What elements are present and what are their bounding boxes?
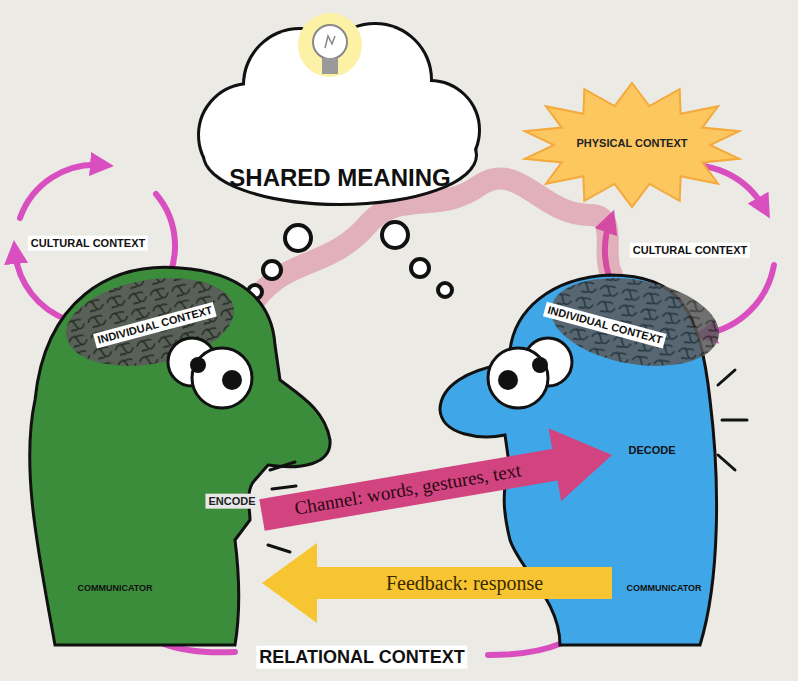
cycle-arrows bbox=[20, 165, 102, 218]
action-label: ENCODE bbox=[205, 494, 258, 509]
thought-bubbles bbox=[248, 222, 452, 299]
thought-cloud bbox=[200, 25, 478, 203]
thought-cloud bbox=[200, 25, 478, 203]
thought-bubbles bbox=[263, 261, 281, 279]
blue-head bbox=[498, 370, 518, 390]
arrow-label: Feedback: response bbox=[386, 572, 543, 594]
thought-cloud-node: SHARED MEANING bbox=[215, 148, 465, 206]
blue-head bbox=[532, 357, 548, 373]
context-label: CULTURAL CONTEXT bbox=[630, 243, 750, 258]
communicator-head: INDIVIDUAL CONTEXTDECODECOMMUNICATOR bbox=[612, 275, 745, 645]
blue-head bbox=[718, 370, 747, 470]
context-label: CULTURAL CONTEXT bbox=[28, 236, 148, 251]
blue-head bbox=[488, 348, 548, 408]
thought-cloud bbox=[205, 107, 475, 203]
thought-bubbles bbox=[411, 259, 429, 277]
context-label: INDIVIDUAL CONTEXT bbox=[93, 302, 217, 348]
context-star bbox=[525, 83, 739, 207]
action-label: DECODE bbox=[628, 444, 675, 457]
context-label: RELATIONAL CONTEXT bbox=[256, 646, 467, 669]
cycle-arrows bbox=[15, 252, 68, 320]
role-label: COMMUNICATOR bbox=[626, 583, 701, 593]
green-head bbox=[222, 370, 242, 390]
blue-head bbox=[722, 419, 747, 422]
green-head bbox=[190, 357, 206, 373]
light-bulb bbox=[322, 58, 338, 74]
green-head bbox=[268, 545, 290, 552]
thought-bubbles bbox=[382, 222, 408, 248]
light-bulb bbox=[298, 13, 362, 77]
green-head bbox=[192, 348, 252, 408]
thought-cloud bbox=[200, 25, 478, 203]
node-title: SHARED MEANING bbox=[229, 164, 450, 192]
thought-bubbles bbox=[438, 283, 452, 297]
light-bulb bbox=[325, 36, 335, 48]
feedback-arrow bbox=[262, 543, 612, 623]
light-bulb bbox=[313, 25, 347, 59]
light-bulb bbox=[298, 13, 362, 77]
green-head bbox=[272, 486, 296, 489]
communicator-head: INDIVIDUAL CONTEXT ENCODE COMMUNICATOR bbox=[30, 265, 262, 645]
node-title: PHYSICAL CONTEXT bbox=[576, 137, 687, 150]
blue-head bbox=[718, 370, 735, 385]
channel-arrow bbox=[259, 428, 612, 531]
physical-context-star: PHYSICAL CONTEXT bbox=[560, 125, 710, 161]
blue-head bbox=[718, 455, 735, 470]
thought-cloud bbox=[205, 107, 475, 203]
role-label: COMMUNICATOR bbox=[77, 583, 152, 593]
green-head bbox=[270, 462, 295, 470]
cycle-arrows bbox=[15, 165, 774, 655]
thought-bubbles bbox=[285, 225, 311, 251]
